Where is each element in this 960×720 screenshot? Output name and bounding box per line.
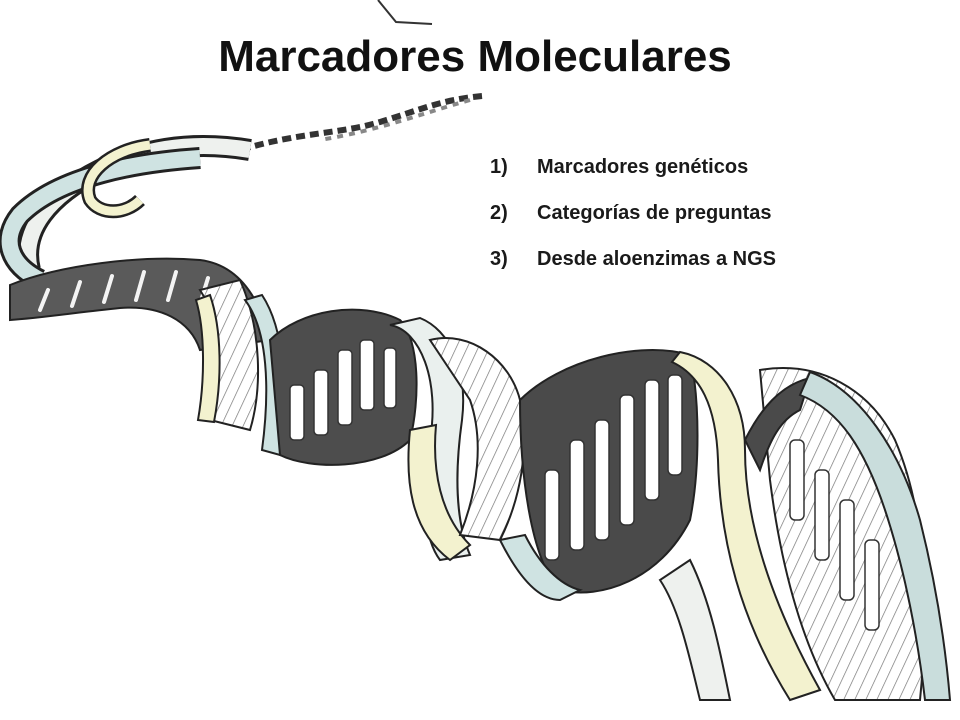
helix-strand-blue bbox=[798, 370, 952, 701]
helix-loop bbox=[1, 150, 201, 288]
agenda-item-text: Desde aloenzimas a NGS bbox=[537, 248, 776, 270]
agenda-item-text: Categorías de preguntas bbox=[537, 202, 772, 224]
helix-base-pairs bbox=[289, 339, 397, 441]
helix-thin-strand bbox=[319, 98, 471, 142]
agenda-item: 1) Marcadores genéticos bbox=[490, 156, 776, 202]
helix-strand-cream bbox=[194, 293, 221, 424]
helix-strand-blue bbox=[498, 533, 583, 602]
slide-title: Marcadores Moleculares bbox=[218, 32, 732, 81]
helix-strand-pale bbox=[658, 558, 732, 701]
agenda-list: 1) Marcadores genéticos 2) Categorías de… bbox=[490, 156, 776, 294]
agenda-item-number: 2) bbox=[490, 202, 508, 224]
helix-base-pairs bbox=[789, 439, 880, 631]
agenda-item: 2) Categorías de preguntas bbox=[490, 202, 776, 248]
helix-tail-top bbox=[377, 0, 433, 25]
agenda-item-number: 1) bbox=[490, 156, 508, 178]
helix-base-pairs bbox=[544, 374, 683, 561]
agenda-item-number: 3) bbox=[490, 248, 508, 270]
helix-thin-strand bbox=[239, 93, 483, 153]
agenda-item: 3) Desde aloenzimas a NGS bbox=[490, 248, 776, 294]
helix-strand-cream bbox=[407, 423, 472, 562]
helix-hatched-section bbox=[428, 337, 525, 542]
helix-strand-cream bbox=[670, 350, 822, 702]
helix-loop bbox=[83, 140, 151, 216]
agenda-item-text: Marcadores genéticos bbox=[537, 156, 749, 178]
